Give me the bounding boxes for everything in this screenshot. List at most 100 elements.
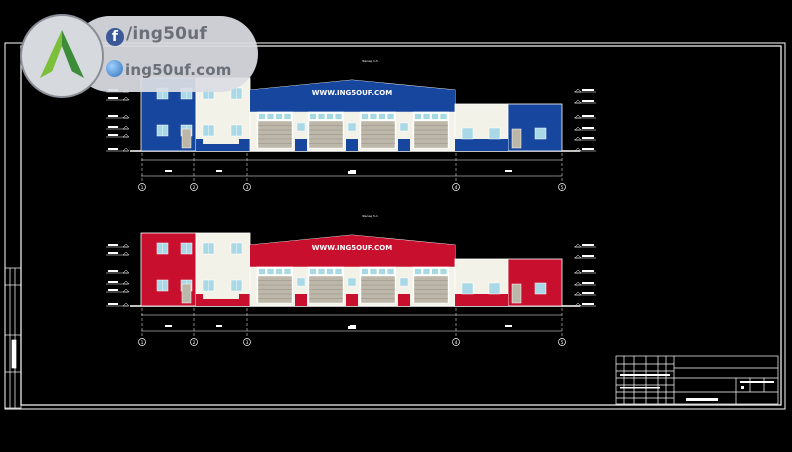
hall-window (309, 268, 317, 275)
axis-bubble (138, 338, 146, 346)
axis-label: 4 (455, 185, 458, 191)
axis-bubble (190, 183, 198, 191)
level-label-right (582, 148, 594, 150)
hall-window (431, 268, 439, 275)
hall-window (258, 268, 266, 275)
entrance-door (181, 283, 192, 304)
level-triangle-right (574, 126, 582, 131)
level-label-left (108, 252, 118, 254)
axis-label: 2 (193, 340, 196, 346)
level-label-right (582, 292, 594, 294)
axis-label: 1 (141, 185, 144, 191)
level-label-right (582, 100, 594, 102)
level-triangle-left (122, 125, 130, 130)
dimension-value (505, 170, 512, 172)
pier-window (296, 277, 306, 287)
hall-window (414, 268, 422, 275)
hall-window (423, 268, 430, 275)
axis-bubble (452, 338, 460, 346)
dimension-total (348, 326, 356, 329)
window (488, 127, 501, 140)
level-triangle-left (122, 251, 130, 256)
window (534, 127, 547, 140)
level-label-left (108, 115, 118, 117)
hall-window (440, 113, 447, 120)
level-label-left (108, 281, 118, 283)
side-door (511, 128, 522, 149)
hall-window (267, 113, 274, 120)
dimension-value (216, 170, 222, 172)
outer-frame (4, 42, 786, 410)
hall-window (370, 113, 377, 120)
dimension-value (505, 325, 512, 327)
pier-window (347, 122, 357, 132)
window (488, 282, 501, 295)
level-label-left (108, 244, 118, 246)
main-hall-gable (250, 80, 455, 112)
level-label-left (108, 134, 118, 136)
facade-banner-text: WWW.ING5OUF.COM (312, 89, 392, 97)
hall-window (387, 113, 394, 120)
pier-base (346, 139, 358, 151)
hall-window (318, 268, 325, 275)
side-door (511, 283, 522, 304)
level-label-left (108, 303, 118, 305)
dimension-total (348, 171, 356, 174)
hall-window (440, 268, 447, 275)
level-triangle-left (122, 280, 130, 285)
watermark-facebook-handle[interactable]: f/ing50uf (106, 24, 207, 46)
level-triangle-right (574, 281, 582, 286)
facebook-icon: f (106, 28, 124, 46)
axis-label: 3 (246, 185, 249, 191)
level-label-left (108, 148, 118, 150)
hall-window (275, 268, 283, 275)
website-text: ing50uf.com (125, 61, 232, 79)
axis-label: 4 (455, 340, 458, 346)
watermark-website[interactable]: ing50uf.com (106, 60, 232, 79)
hall-window (335, 268, 342, 275)
elevation-title: Фасад 1-5 (362, 59, 378, 63)
pier-base (398, 294, 410, 306)
level-triangle-left (122, 302, 130, 307)
level-triangle-left (122, 147, 130, 152)
facebook-handle-text: /ing50uf (126, 24, 208, 44)
main-hall-gable (250, 235, 455, 267)
dimension-value (165, 325, 172, 327)
level-triangle-left (122, 243, 130, 248)
hall-window (423, 113, 430, 120)
hall-window (318, 113, 325, 120)
pier-base (295, 139, 307, 151)
title-block (615, 355, 779, 405)
hall-window (326, 268, 334, 275)
level-triangle-right (574, 136, 582, 141)
level-label-right (582, 270, 594, 272)
axis-label: 5 (561, 185, 564, 191)
base-band-gap (203, 139, 239, 144)
elevation-title: Фасад 5-1 (362, 214, 378, 218)
level-triangle-right (574, 243, 582, 248)
axis-bubble (243, 338, 251, 346)
hall-window (275, 113, 283, 120)
level-triangle-right (574, 302, 582, 307)
level-label-left (108, 126, 118, 128)
base-band-gap (203, 294, 239, 299)
hall-window (326, 113, 334, 120)
pier-base (398, 139, 410, 151)
level-triangle-right (574, 147, 582, 152)
level-label-right (582, 303, 594, 305)
hall-window (284, 268, 291, 275)
hall-window (414, 113, 422, 120)
axis-bubble (452, 183, 460, 191)
axis-label: 5 (561, 340, 564, 346)
level-label-right (582, 127, 594, 129)
hall-window (361, 113, 369, 120)
hall-window (258, 113, 266, 120)
pier-window (399, 122, 409, 132)
facade-banner-text: WWW.ING5OUF.COM (312, 244, 392, 252)
dimension-value (165, 170, 172, 172)
entrance-door (181, 128, 192, 149)
window (461, 282, 474, 295)
level-triangle-right (574, 254, 582, 259)
pier-base (295, 294, 307, 306)
